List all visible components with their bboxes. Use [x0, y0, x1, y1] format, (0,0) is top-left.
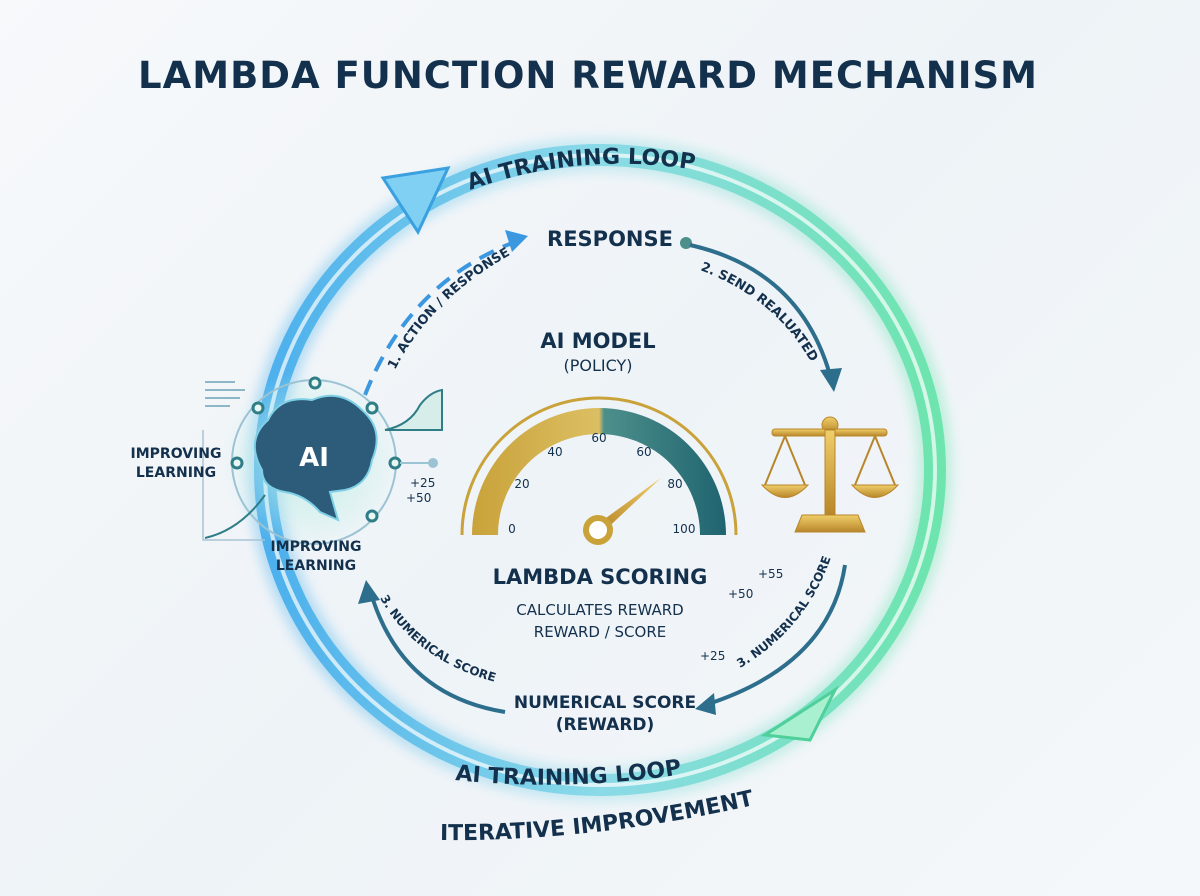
response-dot [680, 237, 692, 249]
gauge-label: 20 [514, 477, 529, 491]
gauge-label: 100 [673, 522, 696, 536]
score-arrowhead-right [695, 693, 716, 715]
gauge-label: 0 [508, 522, 516, 536]
balance-scale-icon [760, 416, 900, 533]
loop-arrowhead-top [380, 166, 451, 236]
brain-score: +50 [406, 491, 431, 505]
model-title: AI MODEL [540, 329, 655, 353]
send-arrowhead [820, 368, 842, 392]
scoring-desc-2: REWARD / SCORE [534, 623, 666, 641]
improving-bottom-2: LEARNING [276, 558, 356, 574]
loop-arrowhead-bottom [760, 685, 839, 742]
lambda-gauge [460, 396, 738, 536]
step1-label: 1. ACTION / RESPONSE [385, 245, 512, 372]
gauge-label: 60 [591, 431, 606, 445]
model-subtitle: (POLICY) [563, 356, 632, 375]
send-arrow [689, 243, 832, 376]
action-arrow [363, 238, 521, 396]
floating-score: +50 [728, 587, 753, 601]
gauge-label: 60 [636, 445, 651, 459]
scoring-desc-1: CALCULATES REWARD [516, 601, 683, 619]
scoring-title: LAMBDA SCORING [493, 565, 708, 589]
brain-score: +25 [410, 476, 435, 490]
gauge-needle [583, 477, 662, 545]
score-arrow-right [704, 564, 847, 707]
ai-brain-module: AI [202, 370, 443, 550]
score-arrow-left [368, 589, 506, 714]
brain-ai-label: AI [299, 443, 329, 473]
numerical-score-title: NUMERICAL SCORE [514, 693, 696, 713]
action-arrowhead [505, 230, 528, 252]
improving-bottom-1: IMPROVING [271, 539, 362, 555]
floating-score: +25 [700, 649, 725, 663]
numerical-score-subtitle: (REWARD) [556, 715, 655, 735]
page-title: LAMBDA FUNCTION REWARD MECHANISM [138, 54, 1038, 97]
score-arrowhead-left [358, 580, 380, 604]
improving-left-1: IMPROVING [131, 446, 222, 462]
floating-score: +55 [758, 567, 783, 581]
improving-left-2: LEARNING [136, 465, 216, 481]
step3-left-label: 3. NUMERICAL SCORE [377, 592, 497, 684]
brain-icon [253, 394, 378, 522]
gauge-label: 80 [667, 477, 682, 491]
gauge-label: 40 [547, 445, 562, 459]
step3-right-label: 3. NUMERICAL SCORE [734, 554, 833, 670]
response-label: RESPONSE [547, 227, 673, 251]
